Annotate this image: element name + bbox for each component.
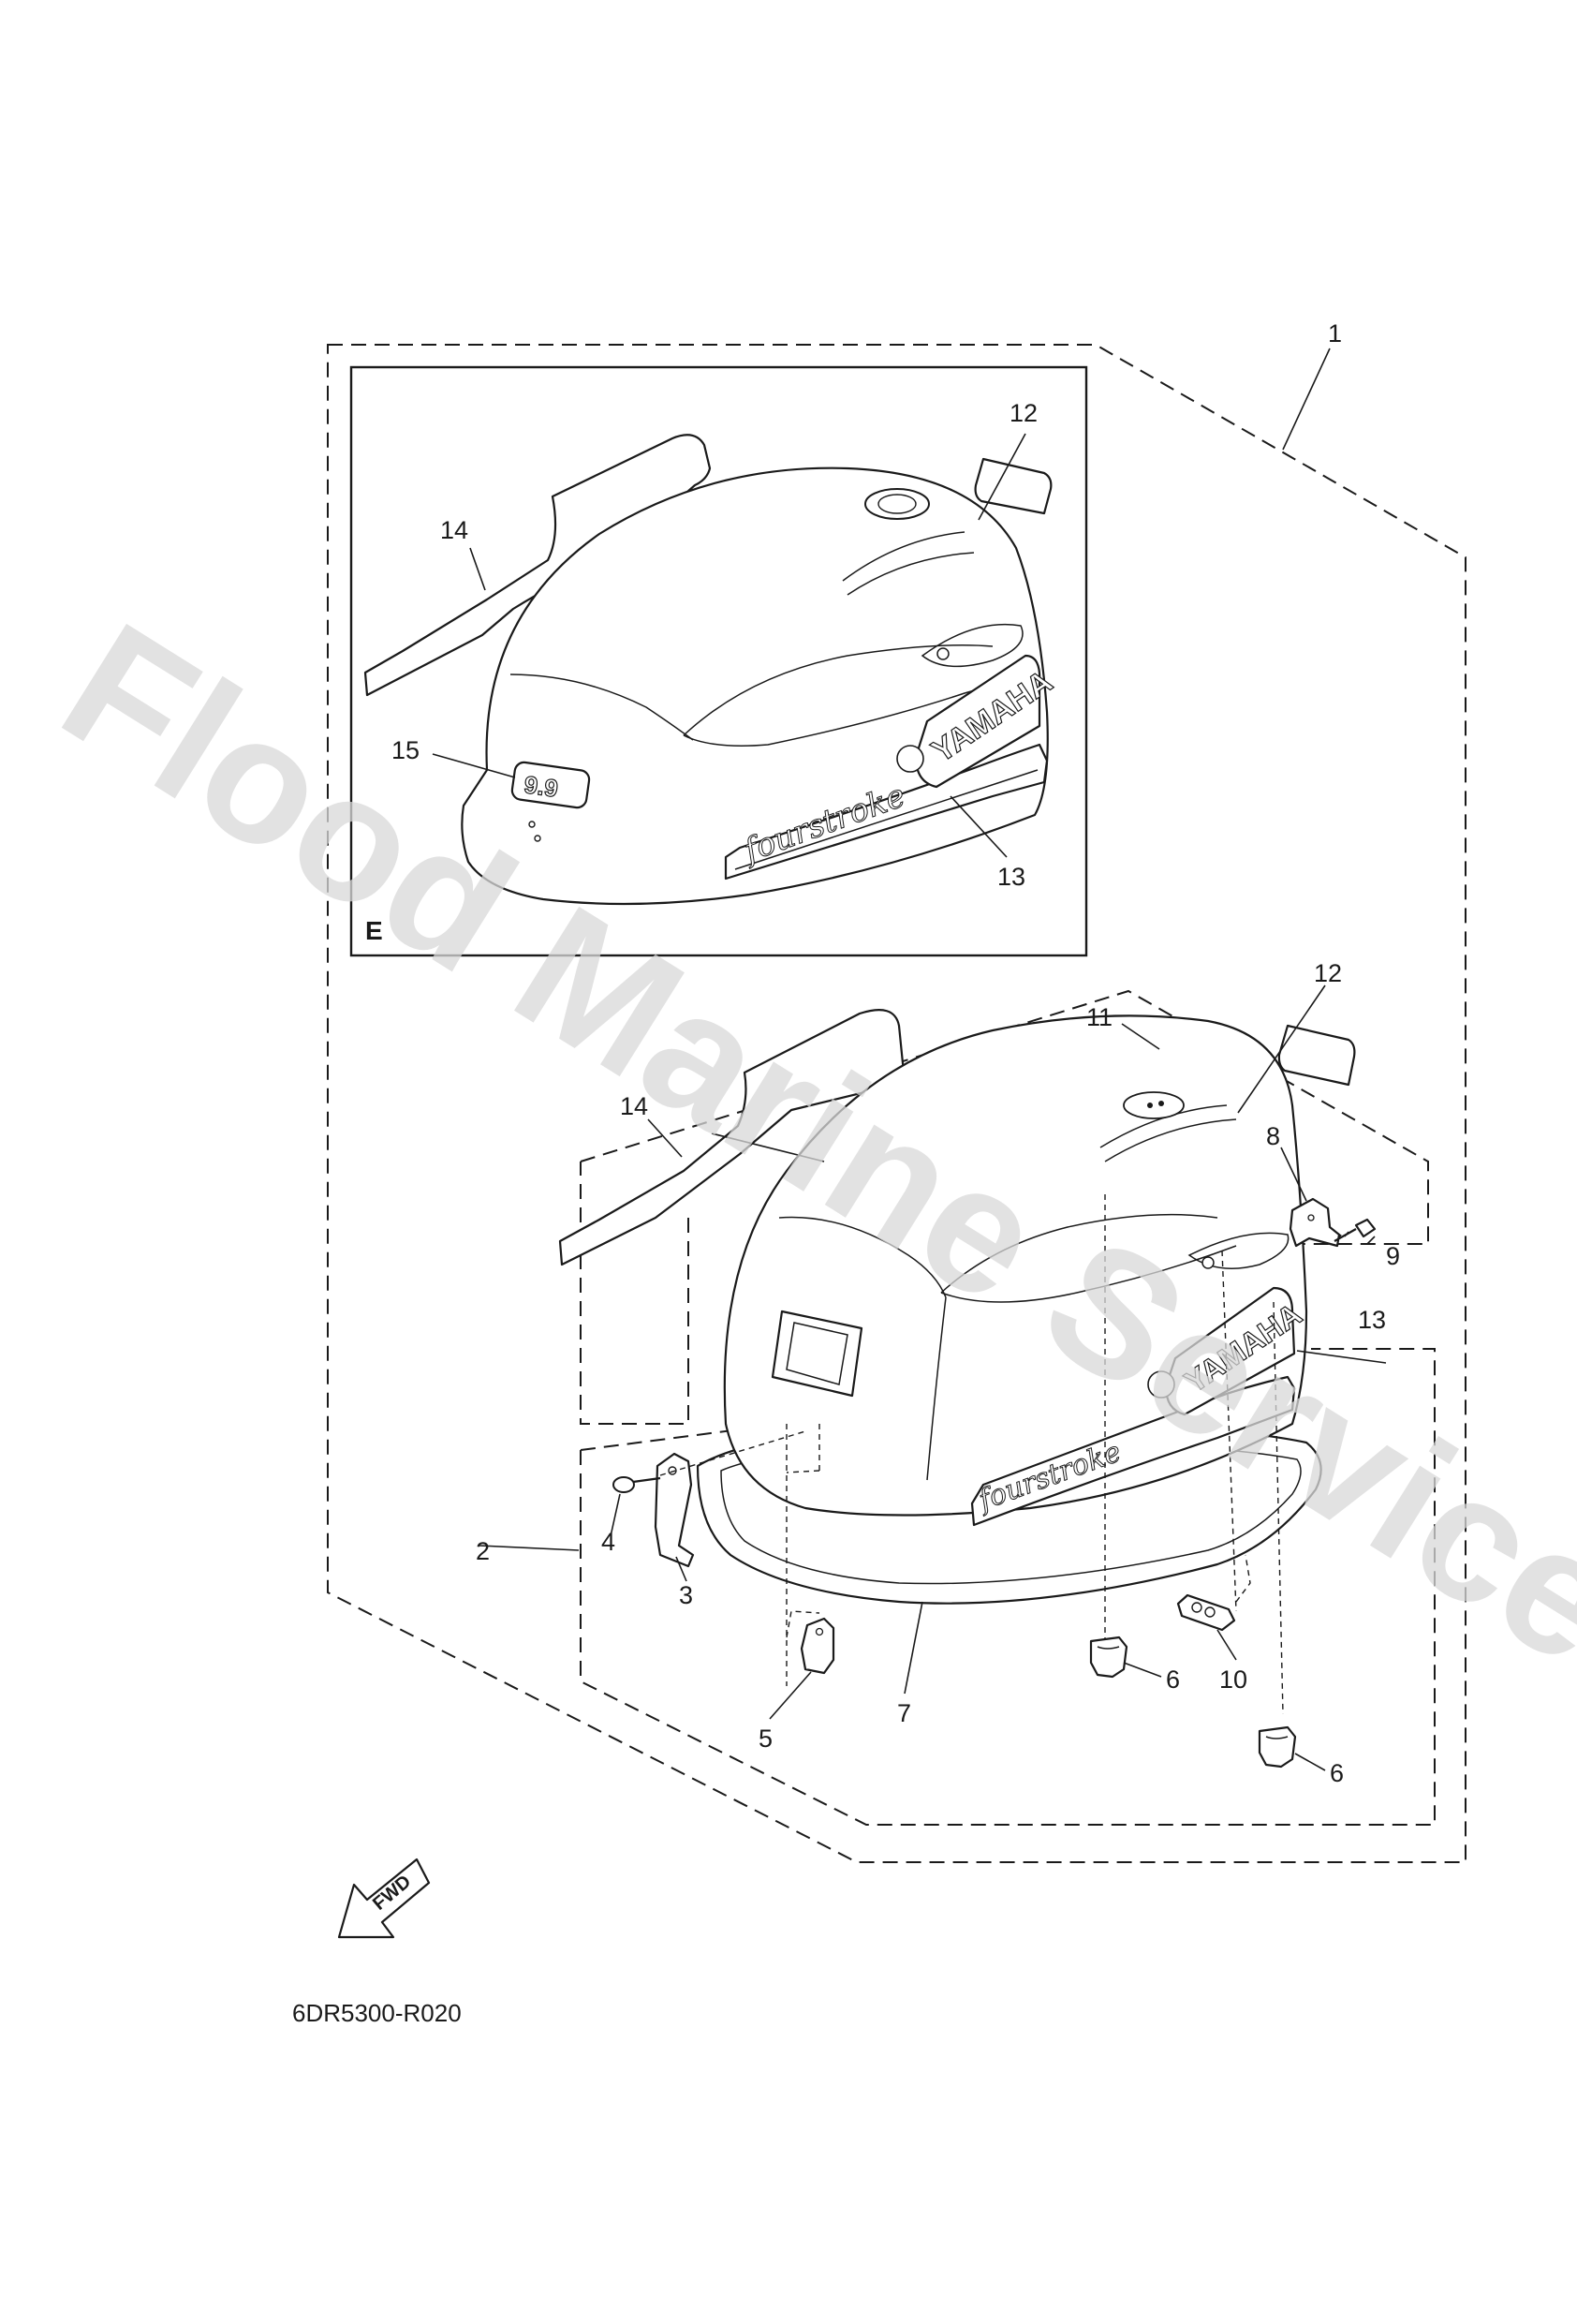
callout-5: 5 [759,1724,773,1753]
callout-8: 8 [1266,1122,1280,1150]
callout-11: 11 [1086,1003,1113,1031]
inset-label: E [365,916,383,945]
callout-12-inset: 12 [1010,399,1038,427]
emblem-seat [1123,1091,1185,1119]
inset-side-recess [921,623,1024,668]
inset-top-emblem-icon [864,488,930,520]
clip-6-b [1258,1725,1297,1769]
inset-brand-logo-icon [896,745,924,773]
inset-cowling-group: fourstroke YAMAHA 9.9 [363,434,1059,906]
callout-2: 2 [476,1537,490,1565]
callout-14-inset: 14 [440,516,468,544]
callout-1: 1 [1328,319,1342,348]
callout-6-b: 6 [1330,1759,1344,1787]
callout-14: 14 [620,1092,648,1120]
fwd-arrow-icon: FWD [337,1858,431,1939]
plate-12 [1277,1024,1356,1087]
inset-decal-band-13 [724,743,1049,881]
callout-4: 4 [601,1528,615,1556]
inset-plate-12 [974,457,1053,515]
decal-band-13 [970,1375,1296,1527]
callout-10: 10 [1219,1665,1247,1694]
pin-4 [612,1476,635,1493]
callout-13: 13 [1358,1306,1386,1334]
drawing-code: 6DR5300-R020 [292,1999,462,2027]
callout-9: 9 [1386,1242,1400,1270]
callout-3: 3 [679,1581,693,1609]
callout-7: 7 [897,1699,911,1727]
bolt-9 [1354,1218,1377,1238]
inset-model-badge-15 [510,761,591,809]
brand-logo-icon [1147,1370,1175,1399]
inset-model-badge-text: 9.9 [523,770,560,803]
inset-frame [349,365,1088,957]
callout-12: 12 [1314,959,1342,987]
callout-15: 15 [391,736,420,764]
callout-6-a: 6 [1166,1665,1180,1694]
assembly-boundary-1 [327,344,1466,1863]
latch-5 [800,1617,835,1675]
clip-6-a [1089,1636,1128,1679]
hinge-3 [654,1452,695,1568]
callout-13-inset: 13 [997,863,1025,891]
